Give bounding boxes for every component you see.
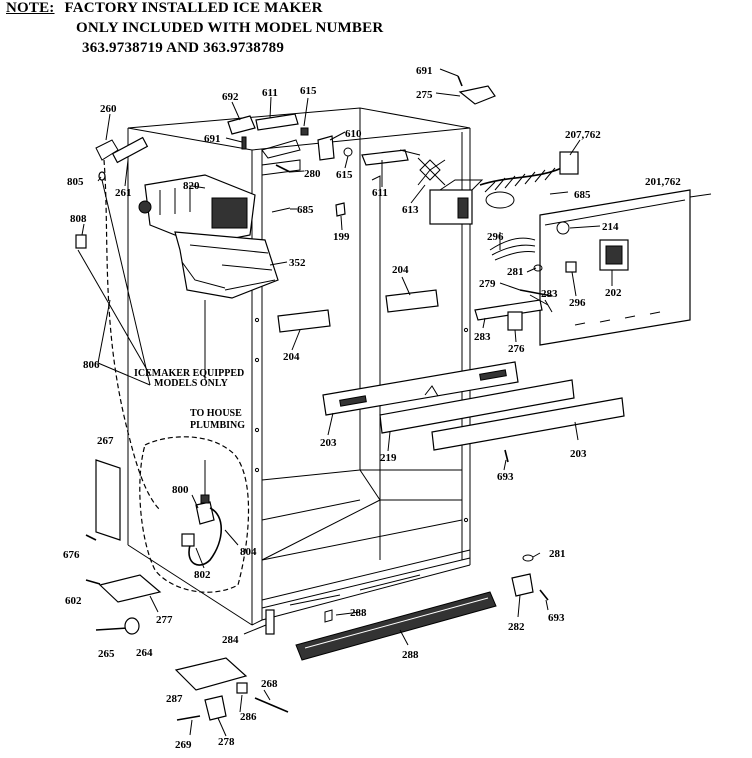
bracket-204-right (385, 289, 439, 313)
part-label: 281 (549, 548, 566, 560)
part-label: 693 (548, 612, 565, 624)
part-label: 275 (416, 89, 433, 101)
plumbing-note-line2: PLUMBING (190, 420, 245, 431)
part-label: 207,762 (565, 129, 601, 141)
part-label: 279 (479, 278, 496, 290)
hinge-assembly (474, 289, 553, 331)
kick-grille (295, 591, 497, 661)
hinge-287 (174, 657, 248, 691)
fan-motor (417, 157, 484, 225)
part-label: 806 (83, 359, 100, 371)
part-label: 802 (194, 569, 211, 581)
leader-lines (77, 68, 712, 737)
part-label: 260 (100, 103, 117, 115)
plumbing-note-line1: TO HOUSE (190, 408, 242, 419)
part-label: 283 (474, 331, 491, 343)
side-panel-267 (95, 459, 121, 541)
rail-219 (379, 379, 575, 434)
part-label: 287 (166, 693, 183, 705)
part-label: 264 (136, 647, 153, 659)
part-label: 269 (175, 739, 192, 751)
rail-203-upper (322, 361, 519, 416)
defrost-heater (479, 151, 579, 209)
note-heading-line1: NOTE: FACTORY INSTALLED ICE MAKER (6, 0, 323, 17)
part-label: 602 (65, 595, 82, 607)
part-label: 610 (345, 128, 362, 140)
part-label: 268 (261, 678, 278, 690)
part-label: 615 (336, 169, 353, 181)
bracket-204-left (277, 309, 331, 333)
part-label: 804 (240, 546, 257, 558)
water-valve-region (139, 436, 250, 593)
part-label: 202 (605, 287, 622, 299)
note-line1: FACTORY INSTALLED ICE MAKER (64, 0, 323, 16)
part-label: 199 (333, 231, 350, 243)
part-label: 276 (508, 343, 525, 355)
part-label: 691 (204, 133, 221, 145)
part-label: 676 (63, 549, 80, 561)
leveler-277 (98, 574, 162, 603)
part-label: 280 (304, 168, 321, 180)
part-label: 613 (402, 204, 419, 216)
part-label: 261 (115, 187, 132, 199)
hinge-282 (511, 573, 534, 597)
part-label: 288 (402, 649, 419, 661)
part-label: 685 (297, 204, 314, 216)
water-supply-line (103, 159, 161, 511)
part-label: 283 (541, 288, 558, 300)
part-label: 800 (172, 484, 189, 496)
part-label: 265 (98, 648, 115, 660)
part-label: 201,762 (645, 176, 681, 188)
part-label: 219 (380, 452, 397, 464)
fill-tube (95, 139, 119, 161)
part-label: 692 (222, 91, 239, 103)
note-line3: 363.9738719 AND 363.9738789 (82, 40, 285, 56)
part-label: 282 (508, 621, 525, 633)
part-label: 204 (283, 351, 300, 363)
part-label: 611 (262, 87, 278, 99)
part-label: 278 (218, 736, 235, 748)
part-label: 281 (507, 266, 524, 278)
icemaker-assembly (138, 174, 256, 246)
rail-203-lower (431, 397, 625, 451)
part-label: 214 (602, 221, 619, 233)
control-panel (539, 189, 691, 346)
part-label: 203 (570, 448, 587, 460)
part-label: 352 (289, 257, 306, 269)
part-label: 296 (487, 231, 504, 243)
part-label: 805 (67, 176, 84, 188)
note-label: NOTE: (6, 0, 55, 16)
control-parts (227, 113, 421, 173)
icemaker-note-line1: ICEMAKER EQUIPPED (134, 368, 244, 379)
part-275-shape (458, 85, 496, 105)
part-labels: 691 275 692 611 615 260 691 610 207,762 … (63, 65, 681, 751)
part-label: 267 (97, 435, 114, 447)
part-label: 204 (392, 264, 409, 276)
part-label: 685 (574, 189, 591, 201)
part-label: 284 (222, 634, 239, 646)
part-label: 693 (497, 471, 514, 483)
icemaker-note-line2: MODELS ONLY (154, 378, 229, 389)
ice-bucket (174, 231, 279, 299)
part-label: 808 (70, 213, 87, 225)
part-label: 288 (350, 607, 367, 619)
part-label: 286 (240, 711, 257, 723)
wiring-harness (489, 237, 536, 261)
note-line2: ONLY INCLUDED WITH MODEL NUMBER (76, 20, 384, 36)
cabinet-body (127, 107, 471, 626)
part-label: 615 (300, 85, 317, 97)
part-label: 691 (416, 65, 433, 77)
part-label: 203 (320, 437, 337, 449)
part-label: 296 (569, 297, 586, 309)
part-label: 820 (183, 180, 200, 192)
part-label: 611 (372, 187, 388, 199)
part-label: 277 (156, 614, 173, 626)
